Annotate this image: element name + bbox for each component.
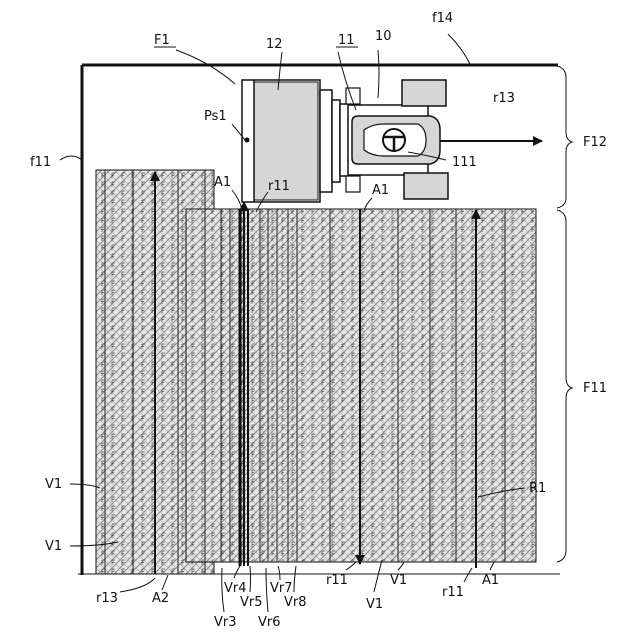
label-V1-d: V1	[366, 597, 383, 612]
wheel-front-right	[404, 173, 448, 199]
label-r11-a: r11	[268, 179, 290, 194]
label-V1-b: V1	[45, 539, 62, 554]
label-A1-b: A1	[372, 183, 389, 198]
label-11: 11	[338, 33, 355, 48]
label-r13-bottom: r13	[96, 591, 118, 606]
label-A2: A2	[152, 591, 169, 606]
label-Vr3: Vr3	[214, 615, 237, 630]
label-V1-a: V1	[45, 477, 62, 492]
label-r13-top: r13	[493, 91, 515, 106]
position-ps1-dot	[245, 138, 250, 143]
label-A1-c: A1	[482, 573, 499, 588]
label-Vr4: Vr4	[224, 581, 247, 596]
label-Vr8: Vr8	[284, 595, 307, 610]
label-10: 10	[375, 29, 392, 44]
wheel-front-left	[402, 80, 446, 106]
label-r11-c: r11	[442, 585, 464, 600]
label-111: 111	[452, 155, 477, 170]
label-V1-c: V1	[390, 573, 407, 588]
label-Ps1: Ps1	[204, 109, 227, 124]
label-f14: f14	[432, 11, 453, 26]
label-F1: F1	[154, 33, 170, 48]
label-12: 12	[266, 37, 283, 52]
label-Vr5: Vr5	[240, 595, 263, 610]
label-f11: f11	[30, 155, 51, 170]
label-R1: R1	[529, 481, 546, 496]
label-F11: F11	[583, 381, 607, 396]
label-F12: F12	[583, 135, 607, 150]
label-A1-a: A1	[214, 175, 231, 190]
label-r11-b: r11	[326, 573, 348, 588]
label-Vr6: Vr6	[258, 615, 281, 630]
label-Vr7: Vr7	[270, 581, 293, 596]
